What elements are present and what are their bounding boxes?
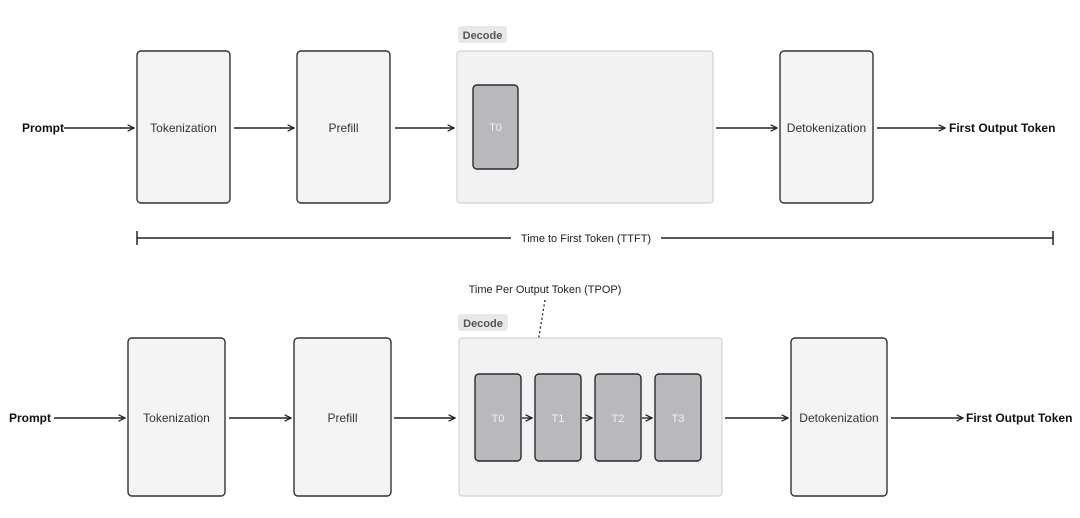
top-tokenization-box: [136, 50, 231, 204]
top-decode-region: [456, 50, 714, 204]
top-prompt-label: Prompt: [22, 121, 64, 135]
top-decode-tag-label: Decode: [463, 30, 503, 42]
bottom-decode-tag-label: Decode: [463, 318, 503, 330]
top-output-label: First Output Token: [949, 121, 1055, 135]
bottom-token-t0: [474, 373, 522, 462]
bottom-token-t3: [654, 373, 702, 462]
bottom-output-label: First Output Token: [966, 411, 1072, 425]
bottom-tokenization-label: Tokenization: [143, 411, 210, 425]
top-detokenization-label: Detokenization: [787, 121, 866, 135]
bottom-detokenization-box: [790, 337, 888, 497]
bottom-decode-tag: [458, 314, 508, 331]
top-tokenization-label: Tokenization: [150, 121, 217, 135]
top-detokenization-box: [779, 50, 874, 204]
bottom-prefill-box: [293, 337, 392, 497]
bottom-pipeline: Prompt Tokenization Prefill Decode T0 T1…: [9, 314, 1072, 497]
top-token-t0: [472, 84, 519, 170]
ttft-span: Time to First Token (TTFT): [136, 231, 1054, 245]
bottom-token-t2: [594, 373, 642, 462]
bottom-token-t1: [534, 373, 582, 462]
top-pipeline: Prompt Tokenization Prefill Decode T0 De…: [22, 26, 1055, 204]
bottom-token-t0-label: T0: [492, 413, 505, 425]
bottom-token-t3-label: T3: [672, 413, 685, 425]
top-token-t0-label: T0: [489, 122, 502, 134]
top-decode-tag: [458, 26, 507, 43]
bottom-detokenization-label: Detokenization: [799, 411, 878, 425]
tpop-label: Time Per Output Token (TPOP): [469, 284, 622, 296]
bottom-tokenization-box: [127, 337, 226, 497]
bottom-token-t2-label: T2: [612, 413, 625, 425]
top-prefill-box: [296, 50, 391, 204]
bottom-prefill-label: Prefill: [327, 411, 357, 425]
bottom-prompt-label: Prompt: [9, 411, 51, 425]
top-prefill-label: Prefill: [328, 121, 358, 135]
ttft-label: Time to First Token (TTFT): [521, 233, 651, 245]
bottom-token-t1-label: T1: [552, 413, 565, 425]
